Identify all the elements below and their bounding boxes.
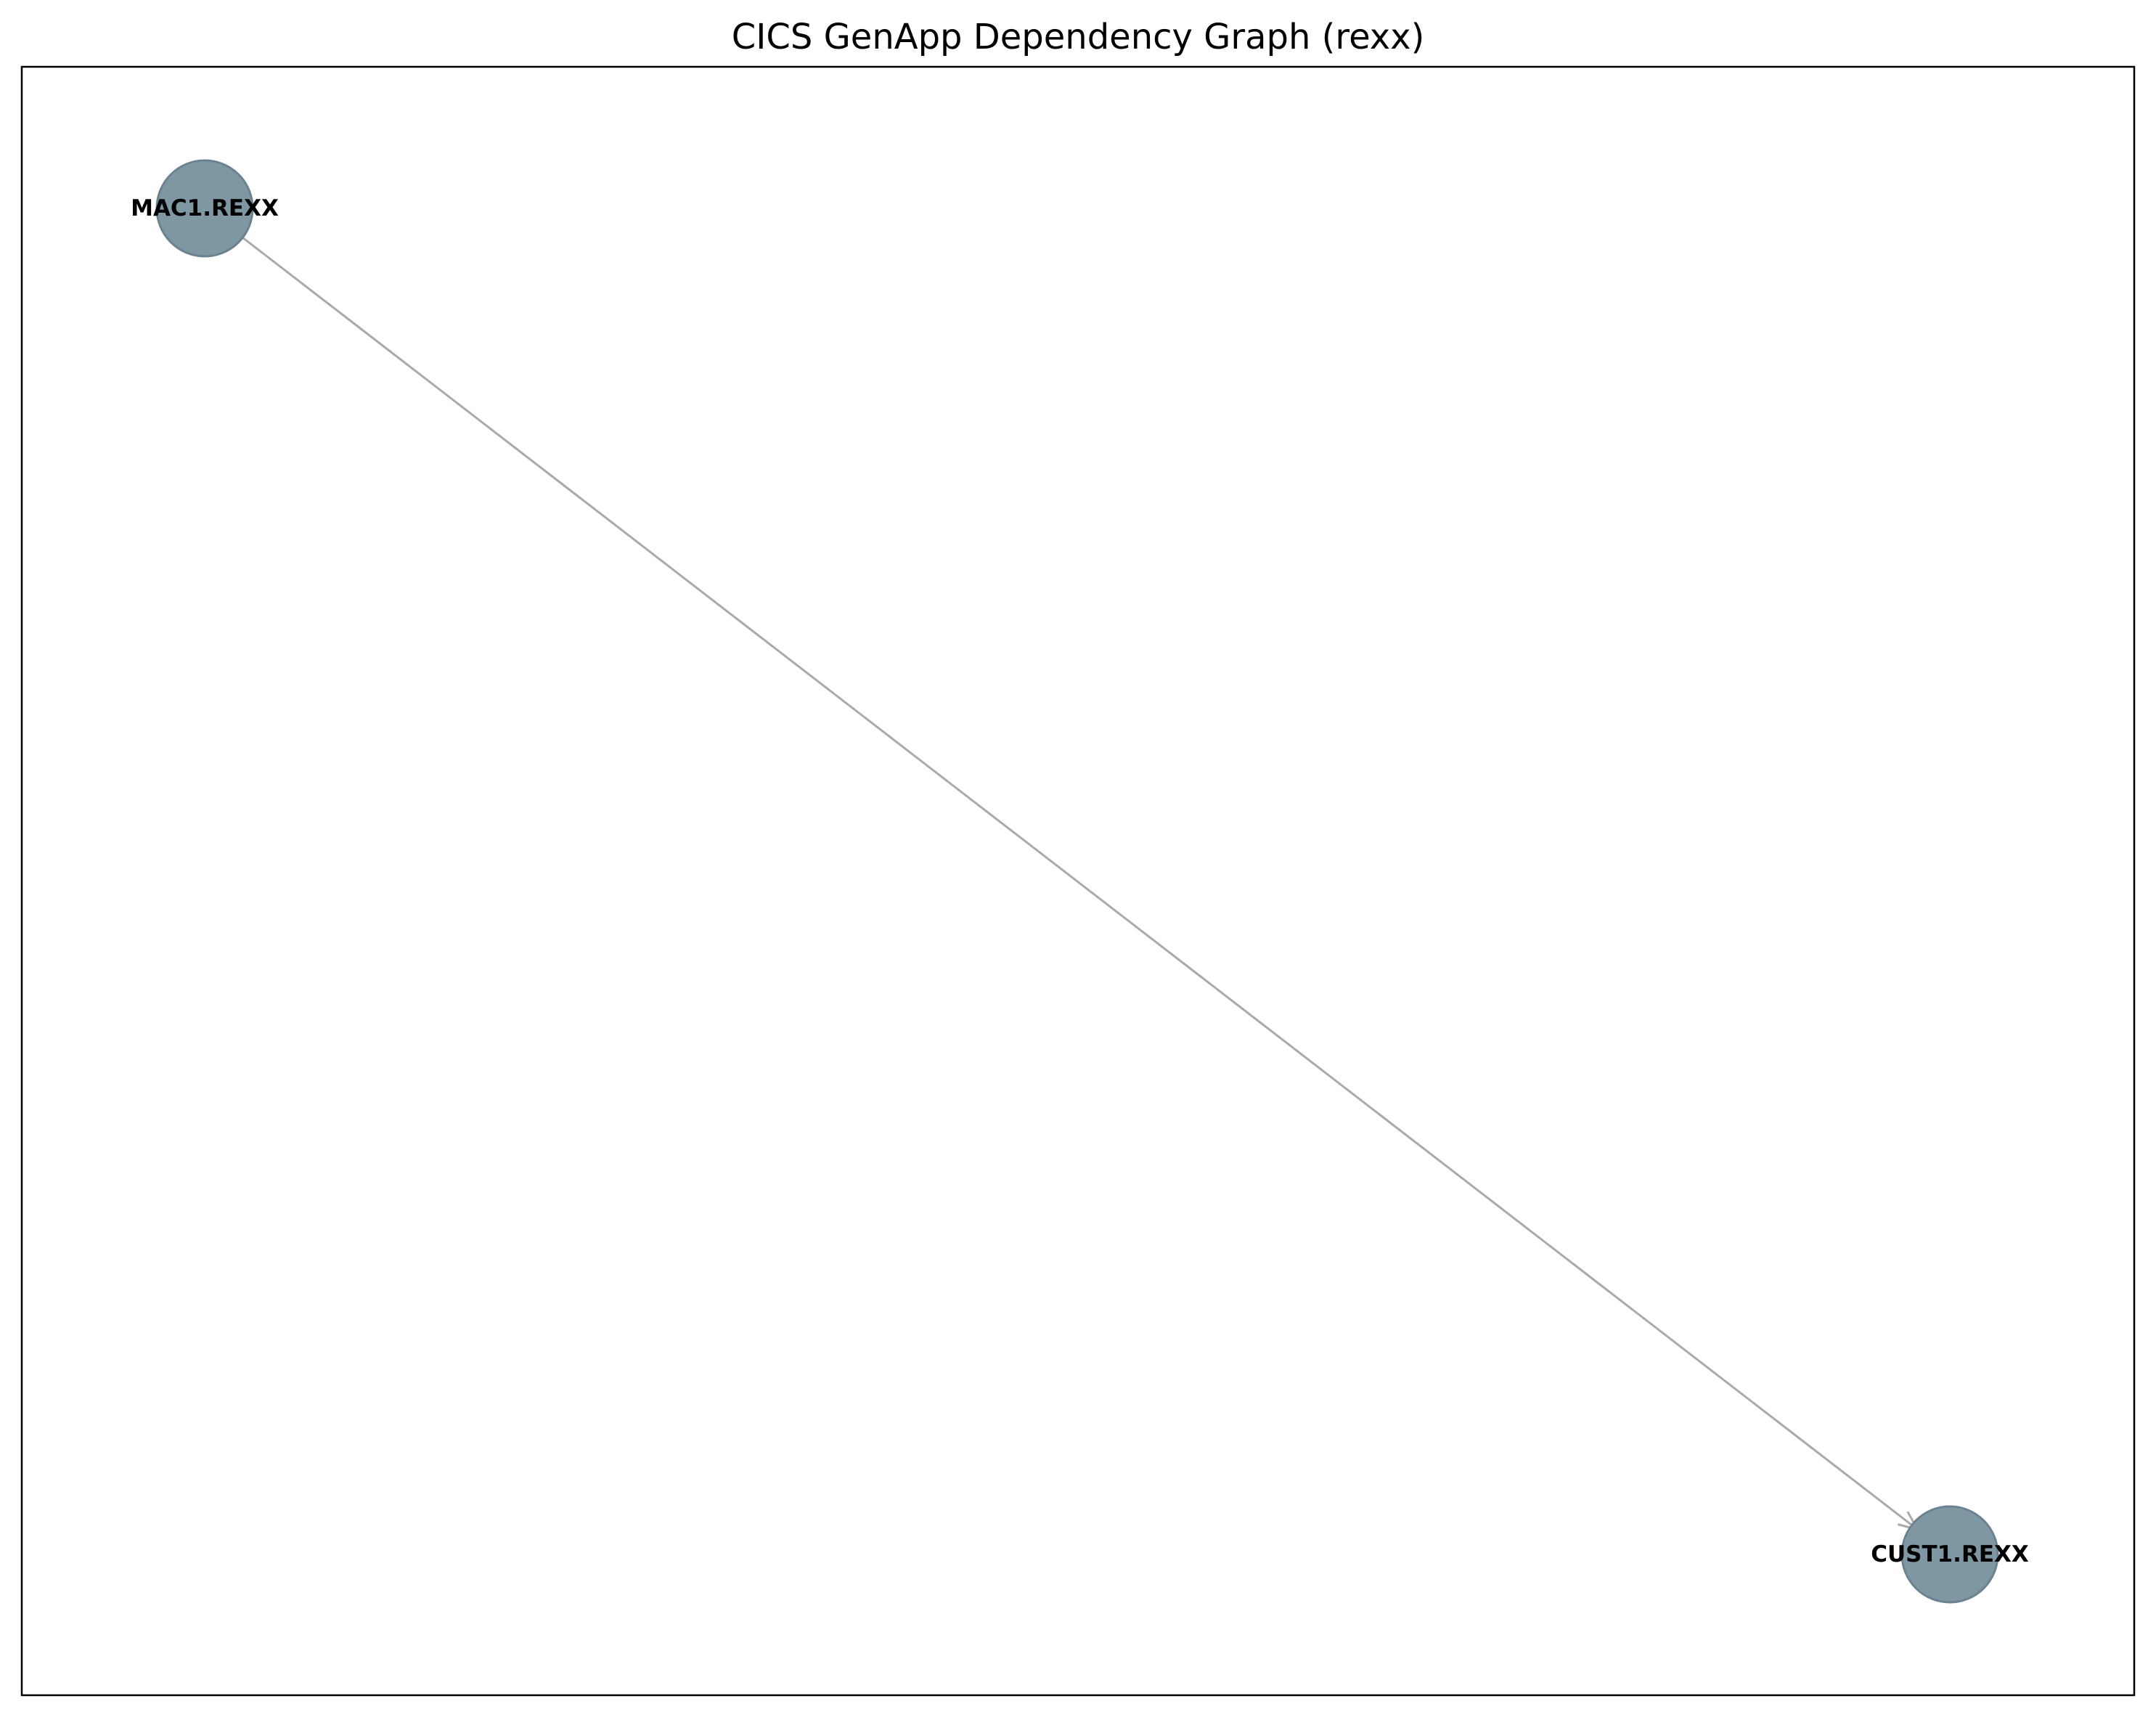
node-cust1-rexx: CUST1.REXX	[1871, 1505, 2029, 1604]
node-label: CUST1.REXX	[1871, 1541, 2029, 1567]
edges-layer	[215, 216, 1920, 1532]
edge-mac1-rexx-to-cust1-rexx	[215, 216, 1920, 1532]
nodes-layer: MAC1.REXX CUST1.REXX	[131, 159, 2029, 1604]
edge-line	[215, 216, 1919, 1530]
node-circle	[1900, 1505, 1999, 1604]
node-circle	[155, 159, 254, 258]
plot-frame	[20, 65, 2136, 1697]
node-mac1-rexx: MAC1.REXX	[131, 159, 279, 258]
node-label: MAC1.REXX	[131, 195, 279, 221]
graph-title: CICS GenApp Dependency Graph (rexx)	[731, 17, 1425, 57]
